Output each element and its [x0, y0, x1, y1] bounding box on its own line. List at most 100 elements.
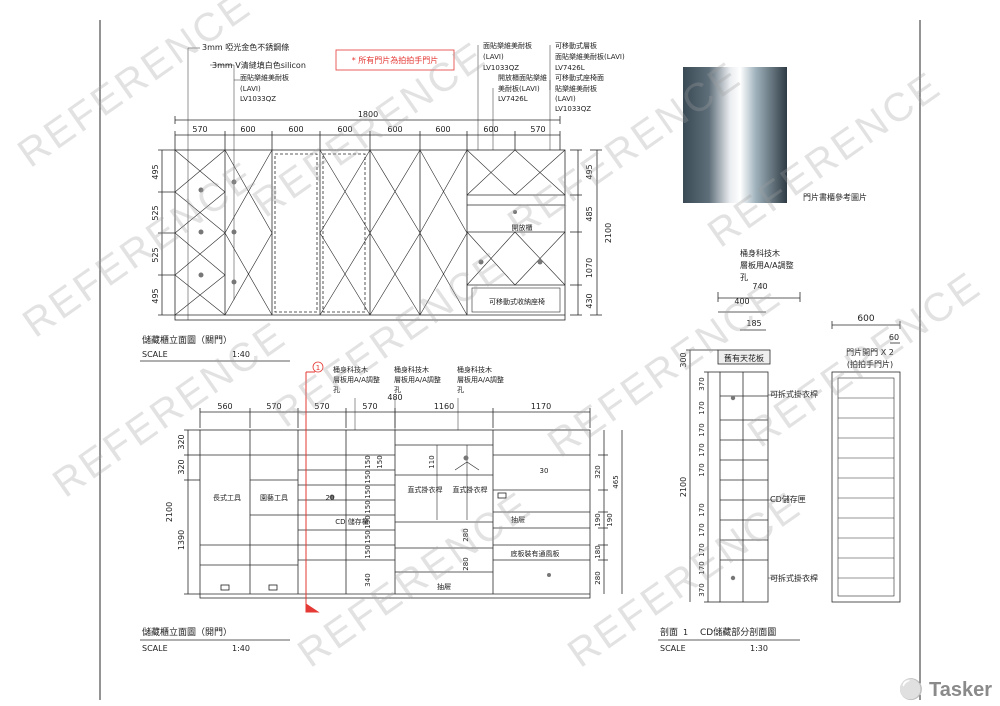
section-dim-300: 300	[679, 352, 688, 367]
note3a: 桶身科技木	[457, 365, 492, 374]
label-tools-long: 長式工具	[213, 493, 241, 502]
callout-3b: (LAVI)	[240, 85, 261, 93]
elevation-closed	[158, 45, 602, 321]
label-drawer2: 抽屜	[437, 582, 451, 591]
label-cd: CD 儲存櫃	[335, 517, 369, 526]
dim-h2: 525	[151, 205, 160, 220]
callout-7a: 可移動式座椅面	[555, 73, 604, 82]
cd-dim-7: 150	[364, 545, 372, 558]
dim2-w1: 560	[217, 402, 232, 411]
dim2-r6: 280	[594, 571, 602, 584]
door-width: 600	[857, 314, 874, 324]
elev2-scale-label: SCALE	[142, 644, 168, 653]
section-cd-text: 桶身科技木 層板用A/A調整 孔 740 400 185 300 舊有天花板 可…	[660, 248, 818, 653]
dim2-r1: 320	[594, 465, 602, 478]
dim2-total: 2100	[165, 502, 174, 522]
section-scale-value: 1:30	[750, 644, 768, 653]
cd-dim-1: 150	[364, 455, 372, 468]
door-label-b: (拍拍手門片)	[847, 359, 893, 369]
brand-name: Tasker	[928, 679, 992, 701]
door-depth: 60	[889, 333, 899, 342]
dim-rh4: 430	[585, 293, 594, 308]
callout-6c: LV7426L	[555, 64, 585, 72]
elev2-scale-value: 1:40	[232, 644, 250, 653]
callout-7d: LV1033QZ	[555, 105, 591, 113]
dim-w4: 600	[337, 125, 352, 134]
elev1-scale-label: SCALE	[142, 350, 168, 359]
dim2-h3: 1390	[177, 530, 186, 550]
note2c: 孔	[394, 386, 401, 394]
dim-30: 30	[540, 467, 549, 475]
section-dim-740: 740	[752, 282, 767, 291]
section-cd-label: CD儲存匣	[770, 494, 806, 504]
dim-overall-width: 1800	[358, 110, 378, 119]
section-cd-handles	[730, 395, 736, 581]
section-dim-l9: 170	[698, 561, 706, 574]
handle-blocks	[220, 492, 507, 591]
dim2-w5: 1160	[434, 402, 454, 411]
cd-dim-2: 150	[364, 470, 372, 483]
dim-w1: 570	[192, 125, 207, 134]
brand-logo: ⚪ Tasker	[899, 677, 992, 702]
section-cut-number: 1	[316, 364, 320, 372]
note2b: 層板用A/A調整	[394, 375, 441, 384]
label-rod1: 直式掛衣桿	[408, 485, 443, 494]
brand-icon: ⚪	[898, 679, 924, 701]
dim2-w4: 570	[362, 402, 377, 411]
section-note-a: 桶身科技木	[740, 248, 780, 258]
dim-h1: 495	[151, 164, 160, 179]
section-dim-l4: 170	[698, 443, 706, 456]
cd-dim-4: 150	[364, 500, 372, 513]
dim2-480: 480	[387, 393, 402, 402]
cd-dim-9: 340	[364, 573, 372, 586]
elev2-title: 儲藏櫃立面圖（開門）	[142, 626, 232, 638]
reference-photo	[683, 67, 787, 203]
section-title-number: 1	[683, 628, 688, 637]
door-label-a: 門片開門 X 2	[846, 347, 894, 357]
elevation-open-text: 560 570 570 570 1160 1170 480 桶身科技木 層板用A…	[142, 365, 620, 653]
dim2-h1: 320	[177, 434, 186, 449]
section-dim-l10: 370	[698, 583, 706, 596]
dim2-r4: 190	[606, 513, 614, 526]
label-tools-garden: 園藝工具	[260, 493, 288, 502]
label-open-cabinet: 開放櫃	[512, 223, 533, 232]
dim-w2: 600	[240, 125, 255, 134]
section-note-c: 孔	[740, 273, 748, 282]
callout-6b: 面貼樂維美耐板(LAVI)	[555, 52, 625, 61]
section-hanger-bottom: 可拆式掛衣桿	[770, 573, 818, 583]
section-ceiling: 舊有天花板	[724, 353, 764, 363]
callout-4c: LV1033QZ	[483, 64, 519, 72]
door-handles-closed	[198, 179, 543, 285]
callout-7b: 貼樂維美耐板	[555, 84, 597, 93]
note1a: 桶身科技木	[333, 365, 368, 374]
section-scale-label: SCALE	[660, 644, 686, 653]
dim-280b: 280	[462, 557, 470, 570]
dim2-h2: 320	[177, 459, 186, 474]
dim2-r3: 190	[594, 513, 602, 526]
callout-5b: 美耐板(LAVI)	[498, 84, 540, 93]
section-dim-l2: 170	[698, 401, 706, 414]
handles-open	[329, 455, 551, 577]
section-dim-l8: 170	[698, 543, 706, 556]
dim-rh3: 1070	[585, 258, 594, 278]
red-note: * 所有門片為拍拍手門片	[352, 55, 439, 65]
label-drawer1: 抽屜	[511, 515, 525, 524]
dim-w7: 600	[483, 125, 498, 134]
section-title-prefix: 剖面	[660, 626, 678, 638]
elev1-scale-value: 1:40	[232, 350, 250, 359]
note2a: 桶身科技木	[394, 365, 429, 374]
section-cd	[686, 292, 801, 603]
dim-rh2: 485	[585, 206, 594, 221]
section-note-b: 層板用A/A調整	[740, 260, 794, 270]
cd-dim-6: 150	[364, 530, 372, 543]
dim-110: 110	[428, 455, 436, 468]
dim-w6: 600	[435, 125, 450, 134]
callout-3a: 面貼樂維美耐板	[240, 73, 289, 82]
dim-w5: 600	[387, 125, 402, 134]
section-dim-l1: 370	[698, 377, 706, 390]
callout-4a: 面貼樂維美耐板	[483, 41, 532, 50]
dim-rh1: 495	[585, 164, 594, 179]
dim-h3: 525	[151, 247, 160, 262]
label-seat: 可移動式收納座椅	[489, 297, 545, 306]
